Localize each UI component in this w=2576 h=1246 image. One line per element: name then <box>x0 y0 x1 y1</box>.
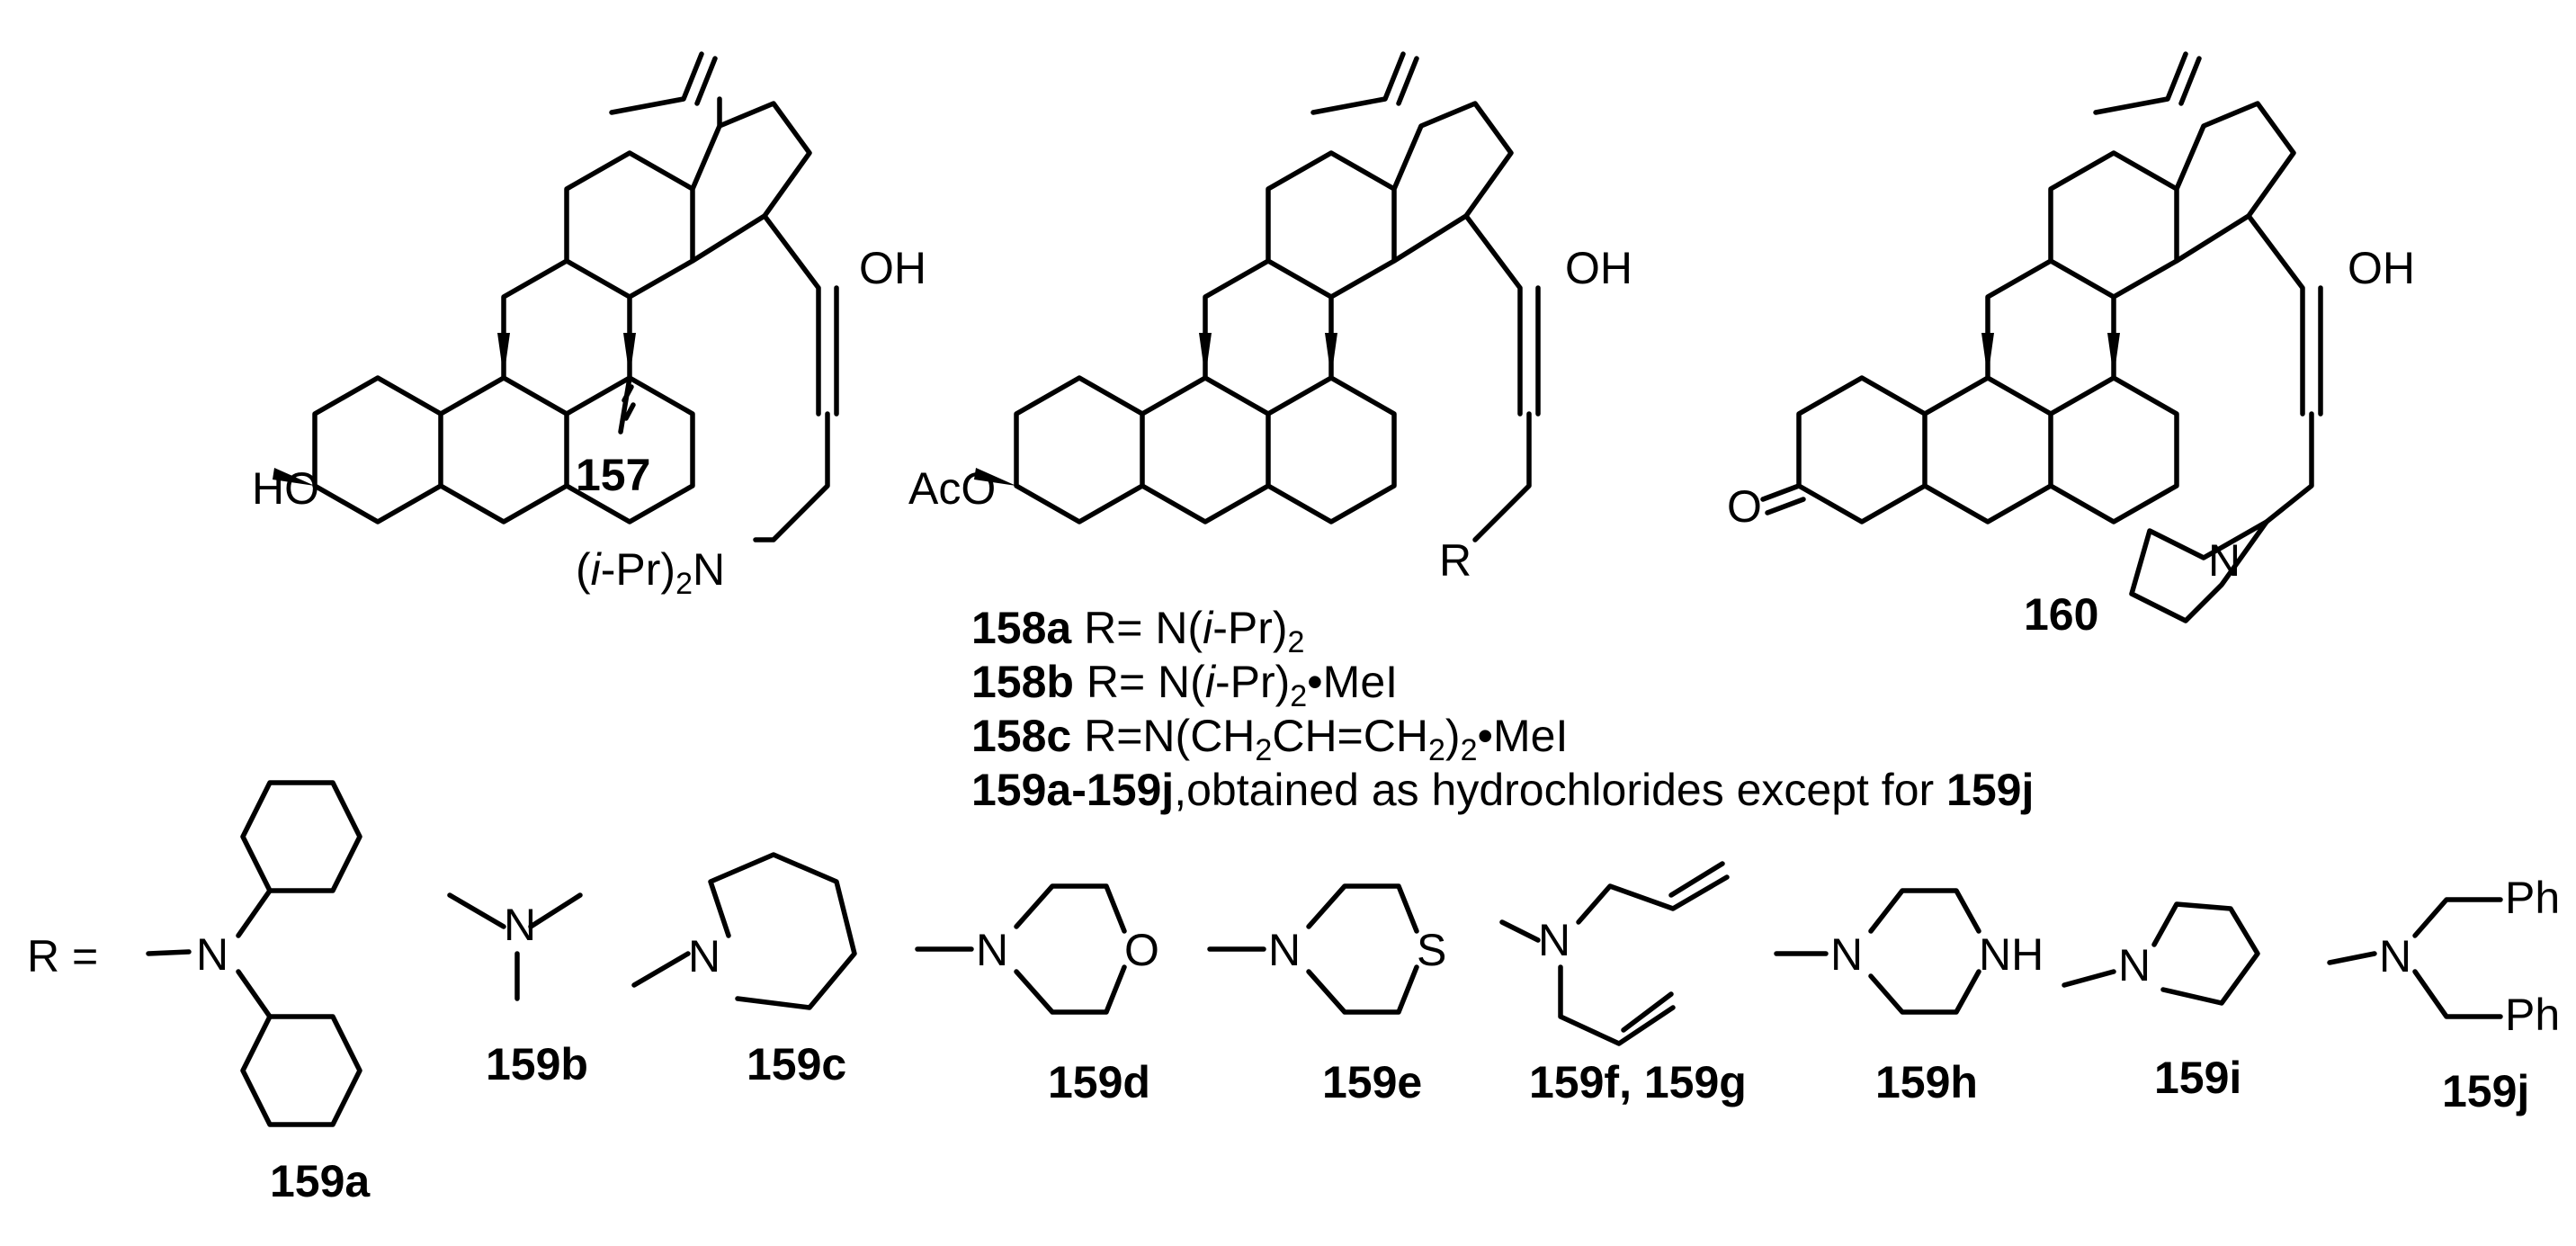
label-oh-ring: HO <box>252 463 319 514</box>
label-acetoxy: AcO <box>908 463 996 514</box>
r-group-159a: N 159a <box>146 780 371 1206</box>
caption-158a: 158a R= N(i-Pr)2 <box>971 603 1304 659</box>
label-oh-side: OH <box>859 243 926 293</box>
r-group-159i: N 159i <box>2062 901 2260 1103</box>
label-nitrogen: N <box>688 931 720 982</box>
r-group-159e: N S 159e <box>1207 883 1446 1107</box>
label-nitrogen: N <box>196 929 228 980</box>
label-nitrogen: N <box>504 900 536 950</box>
compound-number-157: 157 <box>576 450 650 500</box>
label-phenyl: Ph <box>2505 873 2560 923</box>
compound-number-159d: 159d <box>1048 1057 1150 1107</box>
caption-158b: 158b R= N(i-Pr)2•MeI <box>971 657 1398 713</box>
caption-block: 158a R= N(i-Pr)2 158b R= N(i-Pr)2•MeI 15… <box>971 603 2034 815</box>
wedge-bond <box>2107 333 2120 378</box>
label-nitrogen: N <box>2208 535 2241 586</box>
r-group-159c: N 159c <box>631 852 857 1089</box>
wedge-bond <box>1199 333 1212 378</box>
wedge-bond <box>273 468 315 486</box>
wedge-bond <box>974 468 1016 486</box>
compound-number-159c: 159c <box>747 1039 846 1089</box>
r-group-159j: N Ph Ph 159j <box>2327 873 2560 1116</box>
r-group-row: R = N 159a N 159b N 159c N O <box>27 780 2560 1206</box>
compound-number-159e: 159e <box>1322 1057 1422 1107</box>
label-nitrogen: N <box>1538 915 1570 965</box>
r-group-159h: N NH 159h <box>1774 888 2044 1107</box>
r-group-159b: N 159b <box>447 892 588 1089</box>
caption-158c: 158c R=N(CH2CH=CH2)2•MeI <box>971 711 1568 767</box>
r-equals-label: R = <box>27 931 98 982</box>
wedge-bond <box>623 333 636 378</box>
wedge-bond <box>497 333 510 378</box>
label-nitrogen: N <box>2379 931 2411 982</box>
r-group-159f-159g: N 159f, 159g <box>1499 861 1747 1107</box>
compound-160: O OH N 160 <box>1727 51 2415 640</box>
label-ketone-oxygen: O <box>1727 481 1762 532</box>
compound-number-159f-159g: 159f, 159g <box>1529 1057 1747 1107</box>
label-nh: NH <box>1979 929 2044 980</box>
label-sulfur: S <box>1417 925 1446 975</box>
caption-159: 159a-159j,obtained as hydrochlorides exc… <box>971 765 2034 815</box>
compound-number-159j: 159j <box>2442 1066 2529 1116</box>
compound-number-159a: 159a <box>270 1156 371 1206</box>
compound-number-160: 160 <box>2024 589 2098 640</box>
compound-157: HO OH 157 (i-Pr)2N <box>252 51 926 601</box>
label-nitrogen: N <box>976 925 1008 975</box>
compound-158: AcO OH R <box>908 51 1632 586</box>
r-group-159d: N O 159d <box>915 883 1159 1107</box>
label-amine: (i-Pr)2N <box>576 544 725 601</box>
label-nitrogen: N <box>2118 940 2151 991</box>
label-nitrogen: N <box>1268 925 1301 975</box>
compound-number-159i: 159i <box>2154 1053 2241 1103</box>
label-r-group: R <box>1439 535 1471 586</box>
wedge-bond <box>1981 333 1994 378</box>
label-oh-side: OH <box>2348 243 2415 293</box>
label-nitrogen: N <box>1830 929 1863 980</box>
label-oh-side: OH <box>1565 243 1632 293</box>
compound-number-159h: 159h <box>1875 1057 1978 1107</box>
compound-number-159b: 159b <box>486 1039 588 1089</box>
wedge-bond <box>1325 333 1337 378</box>
label-oxygen: O <box>1124 925 1159 975</box>
label-phenyl: Ph <box>2505 990 2560 1040</box>
